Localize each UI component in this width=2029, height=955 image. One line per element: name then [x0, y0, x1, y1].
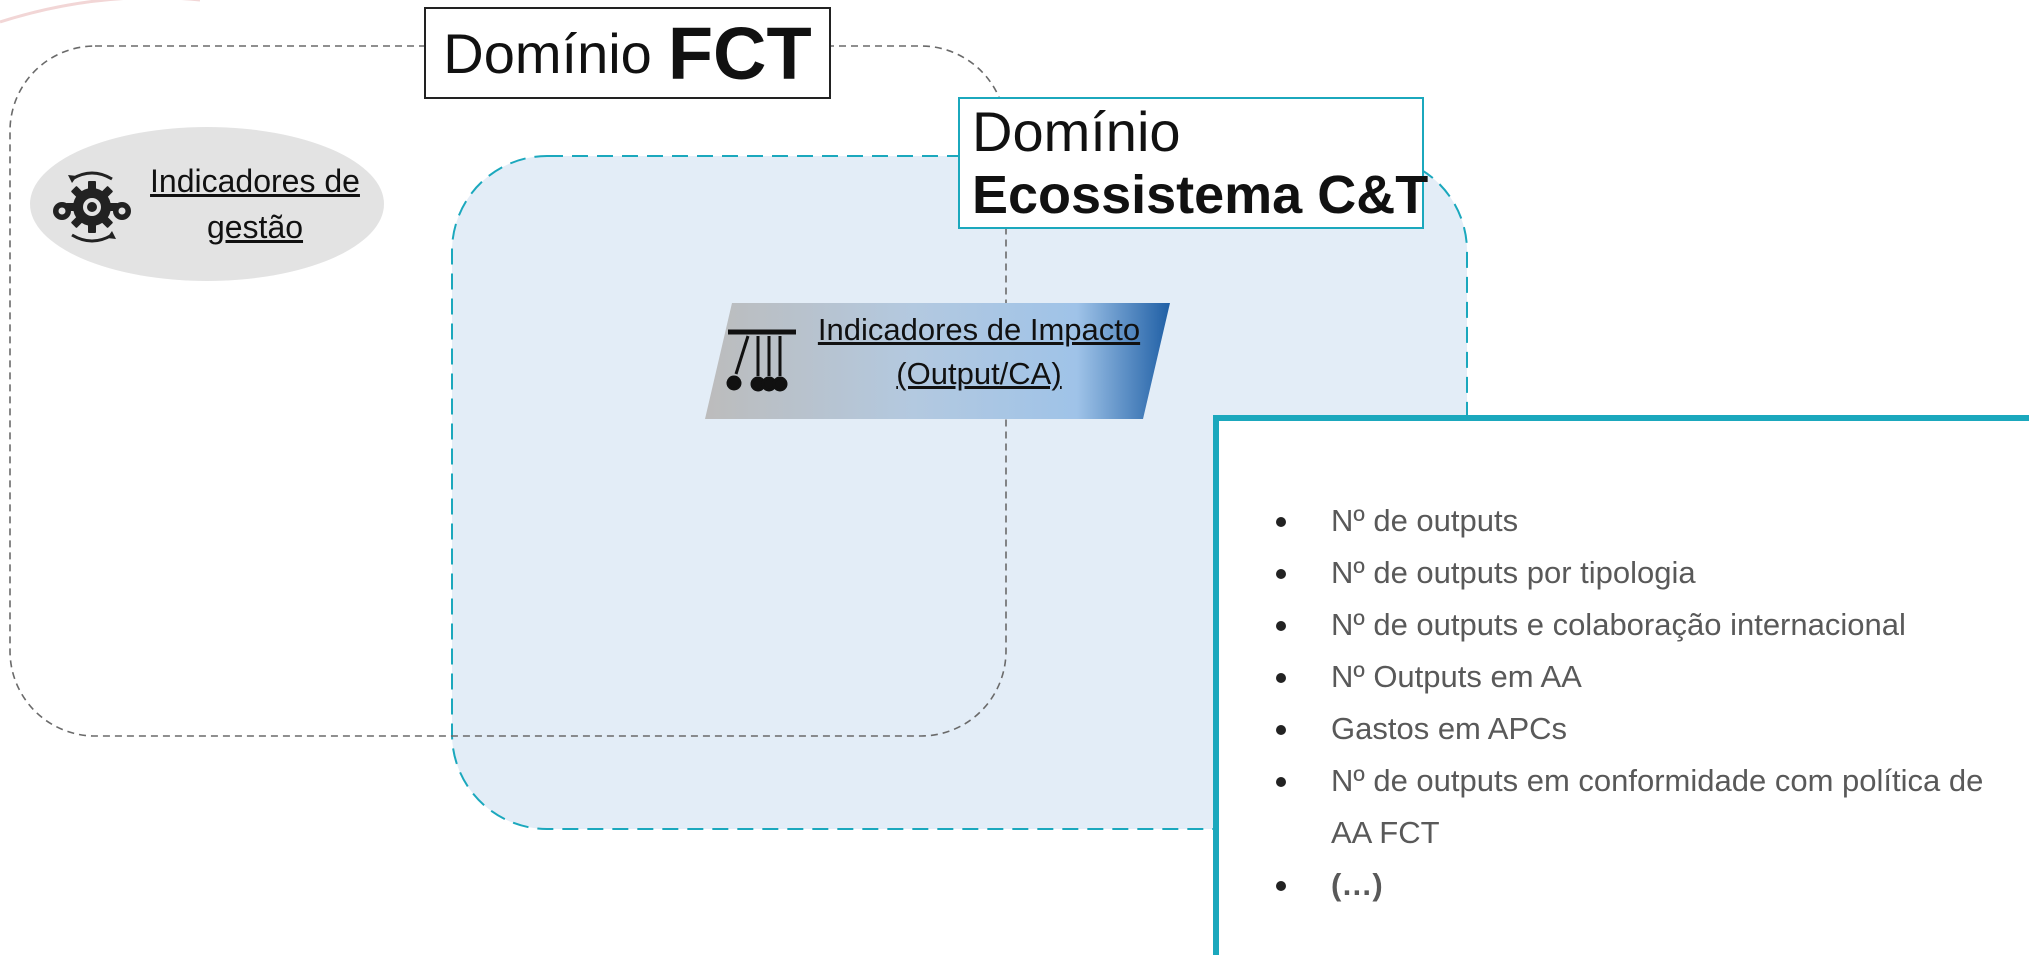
- fct-domain-title: Domínio FCT: [424, 7, 831, 99]
- decorative-arc: [0, 0, 200, 24]
- list-item: Gastos em APCs: [1271, 703, 1991, 755]
- bullet-icon: [1276, 725, 1286, 735]
- ecosystem-domain-name: Ecossistema C&T: [972, 165, 1429, 225]
- fct-domain-name: FCT: [667, 11, 812, 95]
- indicator-list: Nº de outputs Nº de outputs por tipologi…: [1271, 495, 1991, 911]
- list-item-text: Nº de outputs em conformidade com políti…: [1331, 763, 1984, 850]
- bullet-icon: [1276, 517, 1286, 527]
- indicator-list-panel: Nº de outputs Nº de outputs por tipologi…: [1213, 415, 2029, 955]
- bullet-icon: [1276, 673, 1286, 683]
- fct-domain-prefix: Domínio: [443, 21, 652, 85]
- impact-indicators-line2: (Output/CA): [896, 356, 1062, 391]
- impact-indicators-line1: Indicadores de Impacto: [817, 312, 1141, 347]
- ecosystem-domain-title: Domínio Ecossistema C&T: [958, 97, 1429, 229]
- list-item: Nº Outputs em AA: [1271, 651, 1991, 703]
- list-item-text: Nº de outputs: [1331, 503, 1519, 538]
- list-item: Nº de outputs em conformidade com políti…: [1271, 755, 1991, 859]
- list-item: (…): [1271, 859, 1991, 911]
- bullet-icon: [1276, 621, 1286, 631]
- ecosystem-domain-prefix: Domínio: [972, 100, 1181, 163]
- list-item-text: Nº de outputs por tipologia: [1331, 555, 1696, 590]
- management-indicators-line1: Indicadores de: [150, 163, 360, 199]
- bullet-icon: [1276, 881, 1286, 891]
- gears-icon: [50, 165, 134, 249]
- management-indicators-line2: gestão: [206, 209, 304, 245]
- newtons-cradle-icon: [722, 326, 802, 396]
- impact-indicators-shape: [705, 303, 1170, 419]
- bullet-icon: [1276, 777, 1286, 787]
- list-item-text: (…): [1331, 867, 1383, 902]
- impact-indicators-link[interactable]: Indicadores de Impacto (Output/CA): [796, 308, 1162, 396]
- list-item-text: Nº de outputs e colaboração internaciona…: [1331, 607, 1906, 642]
- list-item-text: Gastos em APCs: [1331, 711, 1568, 746]
- list-item: Nº de outputs e colaboração internaciona…: [1271, 599, 1991, 651]
- bullet-icon: [1276, 569, 1286, 579]
- list-item: Nº de outputs por tipologia: [1271, 547, 1991, 599]
- management-indicators-link[interactable]: Indicadores de gestão: [140, 158, 370, 250]
- list-item: Nº de outputs: [1271, 495, 1991, 547]
- list-item-text: Nº Outputs em AA: [1331, 659, 1582, 694]
